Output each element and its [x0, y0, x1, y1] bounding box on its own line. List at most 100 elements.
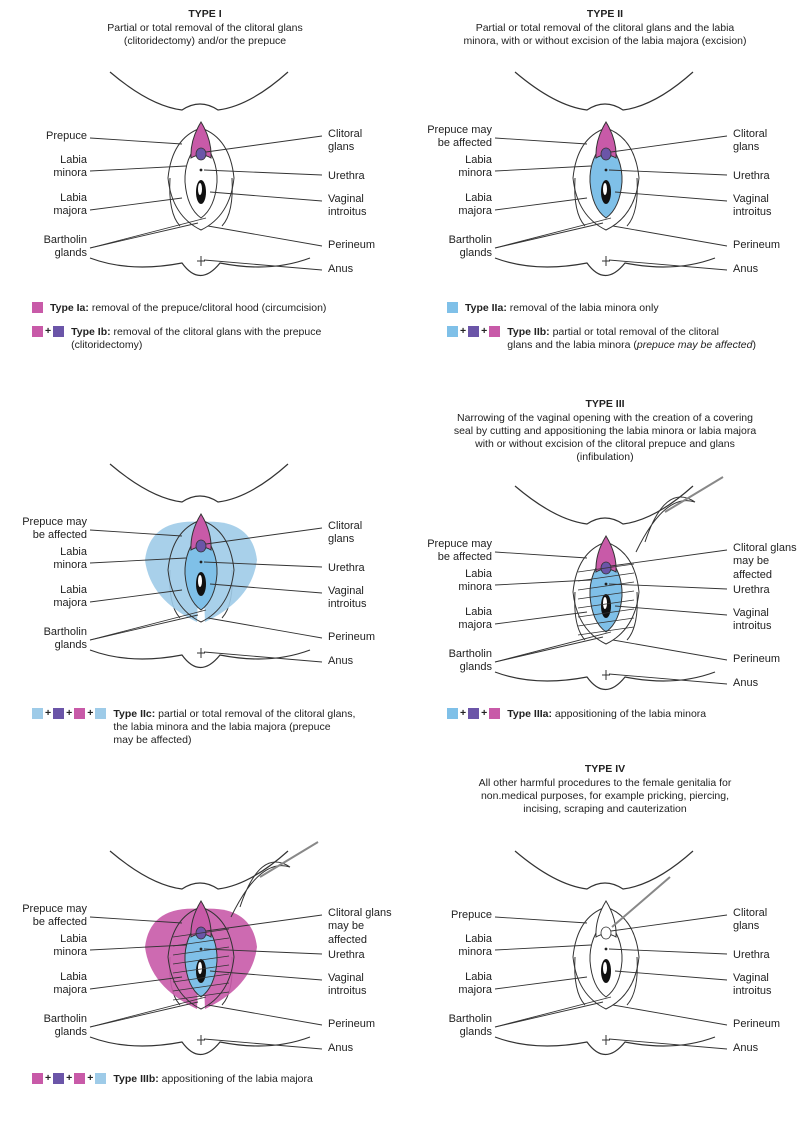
label-left-1: Labia minora: [410, 933, 492, 960]
legend-entry: +Type Ib: removal of the clitoral glans …: [32, 326, 321, 352]
panel-type1: TYPE I Partial or total removal of the cl…: [0, 0, 405, 390]
panel-type2: TYPE II Partial or total removal of the c…: [405, 0, 810, 390]
panel-description: Partial or total removal of the clitoral…: [40, 22, 370, 48]
label-left-3: Bartholin glands: [410, 648, 492, 675]
label-left-3: Bartholin glands: [410, 234, 492, 261]
label-left-3: Bartholin glands: [5, 626, 87, 653]
legend-swatch-pink: [74, 1073, 85, 1084]
legend-swatch-blue: [447, 302, 458, 313]
label-left-0: Prepuce may be affected: [5, 903, 87, 930]
leader-lines: [495, 472, 730, 697]
label-left-0: Prepuce: [410, 909, 492, 922]
label-left-3: Bartholin glands: [5, 1013, 87, 1040]
legend-text: Type IIc: partial or total removal of th…: [113, 708, 355, 747]
legend-swatch-lightblue: [95, 708, 106, 719]
legend-text: Type IIIa: appositioning of the labia mi…: [507, 708, 706, 721]
label-right-3: Perineum: [328, 631, 375, 644]
legend-type-label: Type Ia:: [50, 302, 89, 314]
label-right-4: Anus: [328, 1042, 353, 1055]
leader-lines: [90, 450, 325, 675]
panel-title: TYPE I: [40, 8, 370, 20]
label-left-0: Prepuce may be affected: [5, 516, 87, 543]
label-right-4: Anus: [328, 655, 353, 668]
legend-type-label: Type IIa:: [465, 302, 507, 314]
label-right-0: Clitoral glans: [328, 128, 362, 155]
label-right-2: Vaginal introitus: [733, 607, 772, 634]
label-right-2: Vaginal introitus: [328, 193, 367, 220]
plus-sign: +: [66, 708, 72, 719]
legend-entry: + + + Type IIc: partial or total removal of…: [32, 708, 355, 747]
legend-type-label: Type IIIb:: [113, 1073, 158, 1085]
label-right-1: Urethra: [733, 170, 770, 183]
legend-swatch-pink: [32, 326, 43, 337]
legend-tail: ): [752, 339, 756, 351]
label-right-0: Clitoral glans may be affected: [328, 907, 405, 947]
label-left-0: Prepuce: [5, 130, 87, 143]
label-right-3: Perineum: [733, 239, 780, 252]
legend-swatch-lightblue: [95, 1073, 106, 1084]
leader-lines: [90, 58, 325, 283]
legend-swatch-purple: [468, 326, 479, 337]
legend-swatch-purple: [53, 1073, 64, 1084]
label-right-3: Perineum: [328, 239, 375, 252]
label-right-2: Vaginal introitus: [328, 585, 367, 612]
legend-swatch-blue: [447, 708, 458, 719]
leader-lines: [90, 837, 325, 1062]
label-right-3: Perineum: [733, 1018, 780, 1031]
label-left-1: Labia minora: [410, 568, 492, 595]
label-right-3: Perineum: [733, 653, 780, 666]
legend-swatch-pink: [32, 1073, 43, 1084]
legend-swatch-purple: [53, 708, 64, 719]
label-left-1: Labia minora: [410, 154, 492, 181]
label-right-2: Vaginal introitus: [733, 972, 772, 999]
label-right-2: Vaginal introitus: [328, 972, 367, 999]
legend-swatch-pink: [32, 302, 43, 313]
plus-sign: +: [460, 326, 466, 337]
label-left-2: Labia majora: [5, 584, 87, 611]
label-left-1: Labia minora: [5, 154, 87, 181]
legend-swatch-blue: [447, 326, 458, 337]
legend-type-label: Type IIb:: [507, 326, 549, 338]
legend-type-label: Type Ib:: [71, 326, 110, 338]
legend-swatch-purple: [468, 708, 479, 719]
plus-sign: +: [87, 708, 93, 719]
leader-lines: [495, 58, 730, 283]
label-right-1: Urethra: [328, 562, 365, 575]
label-right-1: Urethra: [328, 949, 365, 962]
plus-sign: +: [45, 708, 51, 719]
legend-entry: ++Type IIIa: appositioning of the labia …: [447, 708, 706, 721]
legend-text: Type Ib: removal of the clitoral glans w…: [71, 326, 321, 352]
legend-text: Type Ia: removal of the prepuce/clitoral…: [50, 302, 326, 315]
label-left-2: Labia majora: [410, 192, 492, 219]
legend-entry: +++Type IIIb: appositioning of the labia…: [32, 1073, 313, 1086]
label-left-3: Bartholin glands: [5, 234, 87, 261]
label-right-0: Clitoral glans: [328, 520, 362, 547]
label-right-4: Anus: [328, 263, 353, 276]
label-left-2: Labia majora: [410, 971, 492, 998]
leader-lines: [495, 837, 730, 1062]
panel-title: TYPE II: [405, 8, 805, 20]
label-left-2: Labia majora: [5, 971, 87, 998]
label-right-0: Clitoral glans: [733, 907, 767, 934]
label-right-0: Clitoral glans: [733, 128, 767, 155]
legend-swatch-purple: [53, 326, 64, 337]
label-right-4: Anus: [733, 677, 758, 690]
legend-entry: ++Type IIb: partial or total removal of …: [447, 326, 756, 352]
panel-description: Partial or total removal of the clitoral…: [405, 22, 805, 48]
label-left-2: Labia majora: [5, 192, 87, 219]
panel-description: Narrowing of the vaginal opening with th…: [405, 412, 805, 465]
plus-sign: +: [66, 1073, 72, 1084]
legend-description: appositioning of the labia minora: [552, 708, 706, 720]
label-right-1: Urethra: [328, 170, 365, 183]
legend-swatch-pink: [74, 708, 85, 719]
legend-swatch-lightblue: [32, 708, 43, 719]
label-left-1: Labia minora: [5, 546, 87, 573]
legend-swatch-pink: [489, 708, 500, 719]
legend-description: appositioning of the labia majora: [159, 1073, 313, 1085]
panel-title: TYPE IV: [405, 763, 805, 775]
legend-swatch-pink: [489, 326, 500, 337]
label-left-3: Bartholin glands: [410, 1013, 492, 1040]
legend-text: Type IIIb: appositioning of the labia ma…: [113, 1073, 312, 1086]
